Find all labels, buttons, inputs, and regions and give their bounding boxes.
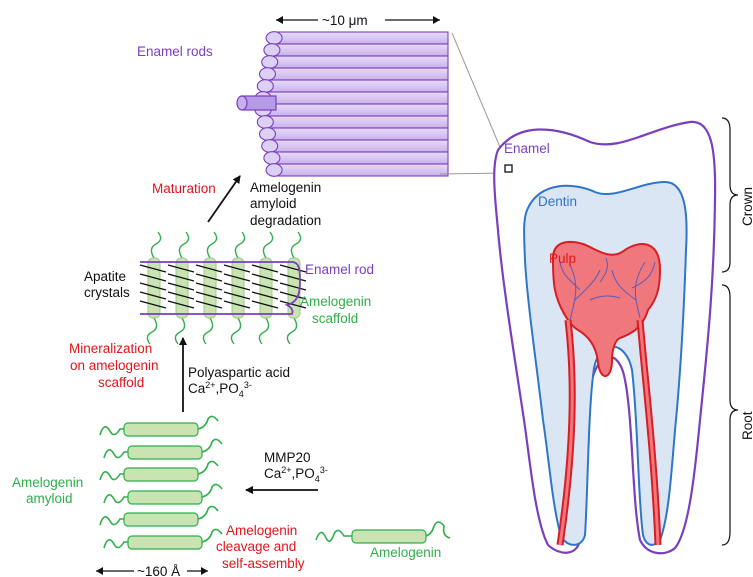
scaffold-squiggle-top bbox=[235, 232, 244, 258]
crown-brace bbox=[722, 118, 738, 272]
scaffold-line-2: scaffold bbox=[312, 311, 358, 326]
scaffold-squiggle-bottom bbox=[287, 318, 296, 344]
scaffold-squiggle-top bbox=[179, 232, 188, 258]
enamel-rod-cylinder bbox=[270, 140, 448, 152]
enamel-rod-cylinder bbox=[270, 56, 448, 68]
tooth-cross-section bbox=[494, 122, 715, 553]
scaffold-squiggle-top bbox=[207, 232, 216, 258]
amyloid-strand bbox=[124, 423, 198, 436]
protruding-rod-end bbox=[237, 96, 247, 110]
zoom-box bbox=[505, 165, 512, 172]
polyaspartic-label: Polyaspartic acid bbox=[188, 365, 290, 380]
scaffold-squiggle-bottom bbox=[231, 318, 240, 344]
enamel-rod-end bbox=[262, 140, 278, 153]
enamel-rod-end bbox=[266, 32, 282, 45]
amyloid-tail-left bbox=[104, 495, 130, 503]
amyloid-tail-right bbox=[198, 506, 218, 519]
enamel-rod-end bbox=[260, 68, 276, 81]
enamel-rods-label: Enamel rods bbox=[137, 44, 213, 59]
enamel-rod-cylinder bbox=[274, 32, 448, 44]
enamel-rod-end bbox=[264, 44, 280, 57]
degradation-line-1: Amelogenin bbox=[250, 180, 321, 195]
apatite-line-1: Apatite bbox=[84, 269, 126, 284]
amyloid-line-1: Amelogenin bbox=[12, 475, 83, 490]
amyloid-tail-left bbox=[104, 450, 130, 458]
enamel-rod-end bbox=[264, 152, 280, 165]
enamel-rod-cylinder bbox=[265, 80, 448, 92]
amyloid-strand bbox=[128, 536, 202, 549]
top-scale-label: ~10 μm bbox=[322, 13, 368, 28]
mineralized-enamel-rod bbox=[140, 232, 306, 344]
ions-label-2: Ca2+,PO43- bbox=[264, 465, 328, 484]
amyloid-tail-left bbox=[100, 517, 126, 525]
amelogenin-label: Amelogenin bbox=[370, 545, 441, 560]
enamel-rod-cylinder bbox=[274, 164, 448, 176]
pulp-label: Pulp bbox=[549, 251, 576, 266]
maturation-label: Maturation bbox=[152, 181, 216, 196]
enamel-rod-cylinder bbox=[263, 92, 448, 104]
mineralization-line-2: on amelogenin bbox=[70, 358, 159, 373]
root-label: Root bbox=[740, 411, 753, 440]
bottom-scale-bar: ~160 Å bbox=[96, 564, 208, 577]
scaffold-squiggle-top bbox=[263, 232, 272, 258]
cleavage-line-3: self-assembly bbox=[222, 556, 305, 571]
scaffold-squiggle-bottom bbox=[259, 318, 268, 344]
enamel-label: Enamel bbox=[504, 141, 550, 156]
scaffold-line-1: Amelogenin bbox=[300, 294, 371, 309]
amyloid-strand bbox=[128, 491, 202, 504]
amyloid-tail-right bbox=[202, 484, 222, 497]
amyloid-tail-left bbox=[100, 472, 126, 480]
degradation-line-3: degradation bbox=[250, 213, 321, 228]
enamel-rod-cylinder bbox=[268, 128, 449, 140]
amyloid-strand bbox=[124, 468, 198, 481]
amyloid-strand bbox=[124, 513, 198, 526]
enamel-rod-cylinder bbox=[265, 116, 448, 128]
dentin-label: Dentin bbox=[538, 194, 577, 209]
enamel-rod-end bbox=[257, 116, 273, 129]
amyloid-strand bbox=[128, 446, 202, 459]
amyloid-tail-left bbox=[100, 427, 126, 435]
enamel-rod-end bbox=[266, 164, 282, 177]
enamel-rod-end bbox=[260, 128, 276, 141]
amelogenin-molecule bbox=[316, 522, 450, 543]
degradation-line-2: amyloid bbox=[250, 196, 297, 211]
scaffold-squiggle-bottom bbox=[203, 318, 212, 344]
scaffold-squiggle-top bbox=[151, 232, 160, 258]
amyloid-tail-left bbox=[104, 540, 130, 548]
zoom-line-top bbox=[452, 33, 508, 166]
cleavage-line-2: cleavage and bbox=[216, 539, 296, 554]
enamel-rod-end bbox=[257, 80, 273, 93]
enamel-rods-bundle bbox=[237, 32, 448, 177]
cleavage-line-1: Amelogenin bbox=[226, 523, 297, 538]
enamel-rod-cylinder bbox=[272, 152, 448, 164]
top-scale-bar: ~10 μm bbox=[276, 13, 440, 28]
amyloid-tail-right bbox=[198, 461, 218, 474]
enamel-rod-label: Enamel rod bbox=[305, 262, 374, 277]
enamel-rod-cylinder bbox=[272, 44, 448, 56]
mineralization-line-3: scaffold bbox=[98, 375, 144, 390]
enamel-rod-end bbox=[262, 56, 278, 69]
mmp20-label: MMP20 bbox=[264, 450, 311, 465]
crown-label: Crown bbox=[740, 187, 753, 226]
amyloid-tail-right bbox=[198, 416, 218, 429]
amelogenin-amyloid-stack bbox=[100, 416, 222, 549]
enamel-rod-cylinder bbox=[268, 68, 449, 80]
root-brace bbox=[722, 285, 738, 545]
scaffold-squiggle-top bbox=[291, 232, 300, 258]
amyloid-tail-right bbox=[202, 439, 222, 452]
ions-label-1: Ca2+,PO43- bbox=[188, 380, 252, 399]
bottom-scale-label: ~160 Å bbox=[137, 564, 180, 577]
amyloid-line-2: amyloid bbox=[26, 491, 73, 506]
enamel-rod-outline bbox=[140, 262, 300, 314]
mineralization-line-1: Mineralization bbox=[69, 341, 152, 356]
apatite-line-2: crystals bbox=[84, 285, 130, 300]
enamel-rod-cylinder bbox=[263, 104, 448, 116]
